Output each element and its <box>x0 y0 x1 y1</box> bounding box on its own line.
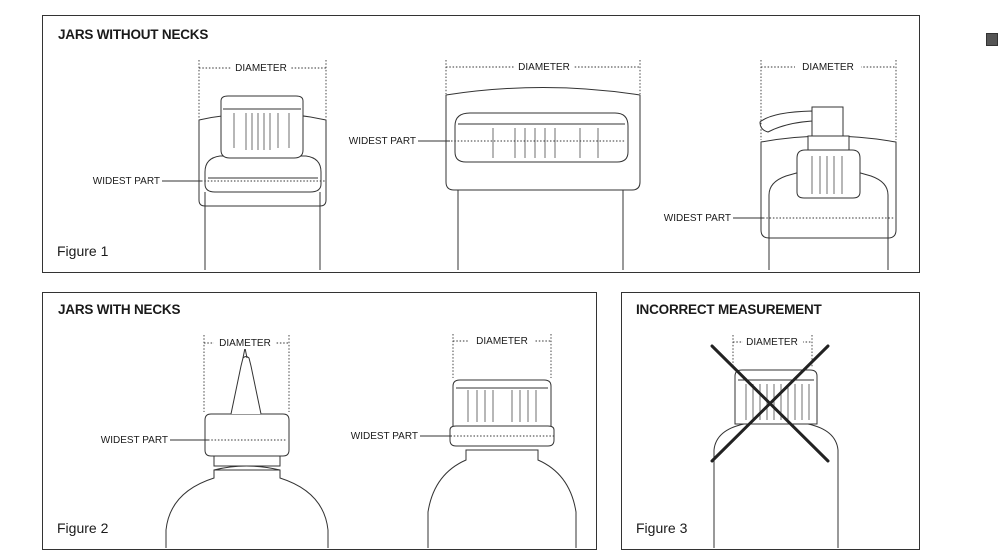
jar-a-diameter-label: DIAMETER <box>235 63 287 74</box>
jar-without-neck-b <box>418 60 641 270</box>
jar-with-neck-a <box>165 335 329 548</box>
jar-a-widest-part-label: WIDEST PART <box>93 176 160 187</box>
panel3-title: INCORRECT MEASUREMENT <box>636 302 822 317</box>
panel3-figure-caption: Figure 3 <box>636 520 688 536</box>
incorrect-x-icon <box>710 344 830 463</box>
jar-with-neck-b <box>420 334 577 548</box>
jar-2b-diameter-label: DIAMETER <box>476 336 528 347</box>
jar-3-diameter-label: DIAMETER <box>746 337 798 348</box>
jar-2a-diameter-label: DIAMETER <box>219 338 271 349</box>
jar-2a-widest-part-label: WIDEST PART <box>101 435 168 446</box>
jar-2b-widest-part-label: WIDEST PART <box>351 431 418 442</box>
panel1-figure-caption: Figure 1 <box>57 243 109 259</box>
jar-c-diameter-label: DIAMETER <box>802 62 854 73</box>
jar-b-widest-part-label: WIDEST PART <box>349 136 416 147</box>
panel2-figure-caption: Figure 2 <box>57 520 109 536</box>
jar-b-diameter-label: DIAMETER <box>518 62 570 73</box>
panel2-title: JARS WITH NECKS <box>58 302 181 317</box>
jar-c-widest-part-label: WIDEST PART <box>664 213 731 224</box>
panel1-title: JARS WITHOUT NECKS <box>58 27 209 42</box>
grid-icon[interactable] <box>986 33 998 46</box>
jar-without-neck-c <box>733 60 897 270</box>
jar-without-neck-a <box>162 60 327 270</box>
